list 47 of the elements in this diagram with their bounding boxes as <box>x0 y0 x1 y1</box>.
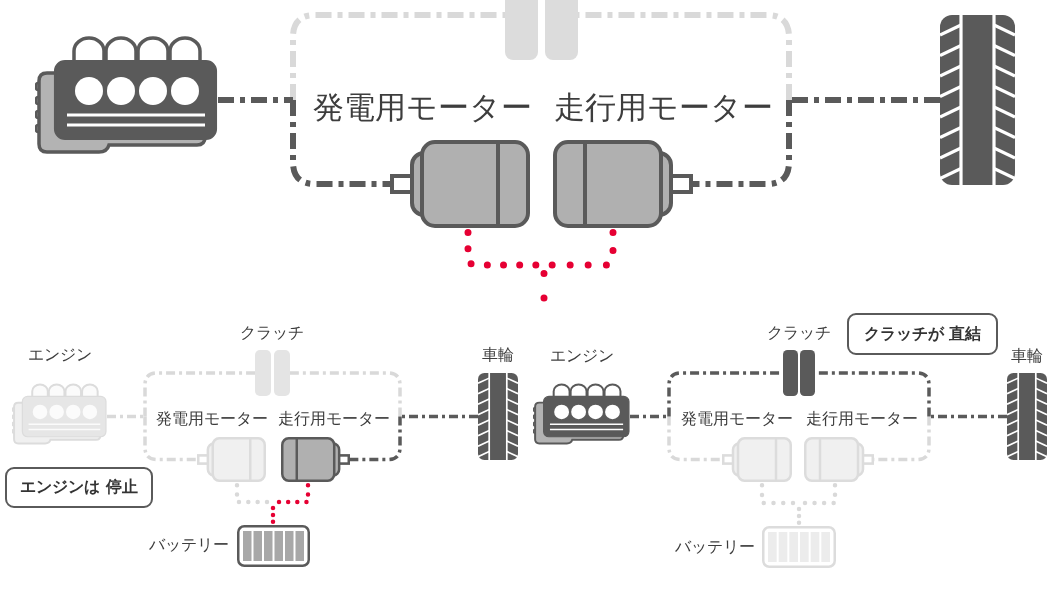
dash-dot-line <box>143 371 255 417</box>
motor-icon <box>553 140 693 228</box>
part-label: 走行用モーター <box>553 91 773 123</box>
part-label: エンジン <box>550 349 614 365</box>
battery-icon <box>762 526 836 568</box>
dash-dot-line <box>789 97 940 103</box>
dash-dot-line <box>143 416 197 462</box>
part-label: 車輪 <box>1011 349 1043 365</box>
motor-icon <box>197 437 266 482</box>
dash-dot-line <box>630 414 669 419</box>
part-label: 発電用モーター <box>312 91 532 123</box>
part-label: 走行用モーター <box>278 412 390 428</box>
part-label: 走行用モーター <box>806 412 918 428</box>
part-label: クラッチ <box>240 326 304 342</box>
dash-dot-line <box>350 416 402 462</box>
dash-dot-line <box>290 12 505 100</box>
battery-icon <box>237 525 310 567</box>
part-label: クラッチ <box>767 326 831 342</box>
dash-dot-line <box>667 416 722 462</box>
part-label: バッテリー <box>149 538 229 554</box>
part-label: 車輪 <box>482 348 514 364</box>
motor-icon <box>804 437 874 482</box>
dash-dot-line <box>290 371 402 417</box>
callout-box: クラッチが 直結 <box>847 313 998 355</box>
clutch-icon <box>783 350 815 396</box>
part-label: 発電用モーター <box>156 412 268 428</box>
engine-icon <box>35 35 218 155</box>
motor-icon <box>281 437 350 482</box>
motor-icon <box>722 437 792 482</box>
dash-dot-line <box>693 100 792 187</box>
engine-icon <box>12 383 107 445</box>
callout-box: エンジンは 停止 <box>5 467 153 508</box>
tire-icon <box>1007 373 1047 460</box>
dash-dot-line <box>400 414 478 419</box>
part-label: エンジン <box>28 348 92 364</box>
dash-dot-line <box>290 100 390 187</box>
clutch-icon <box>505 0 578 60</box>
motor-icon <box>390 140 530 228</box>
dash-dot-line <box>107 414 145 419</box>
tire-icon <box>478 373 518 460</box>
dash-dot-line <box>929 414 1007 419</box>
engine-icon <box>533 383 630 445</box>
tire-icon <box>940 15 1015 185</box>
clutch-icon <box>255 350 290 396</box>
part-label: 発電用モーター <box>681 412 793 428</box>
dash-dot-line <box>218 97 293 103</box>
part-label: バッテリー <box>675 540 755 556</box>
